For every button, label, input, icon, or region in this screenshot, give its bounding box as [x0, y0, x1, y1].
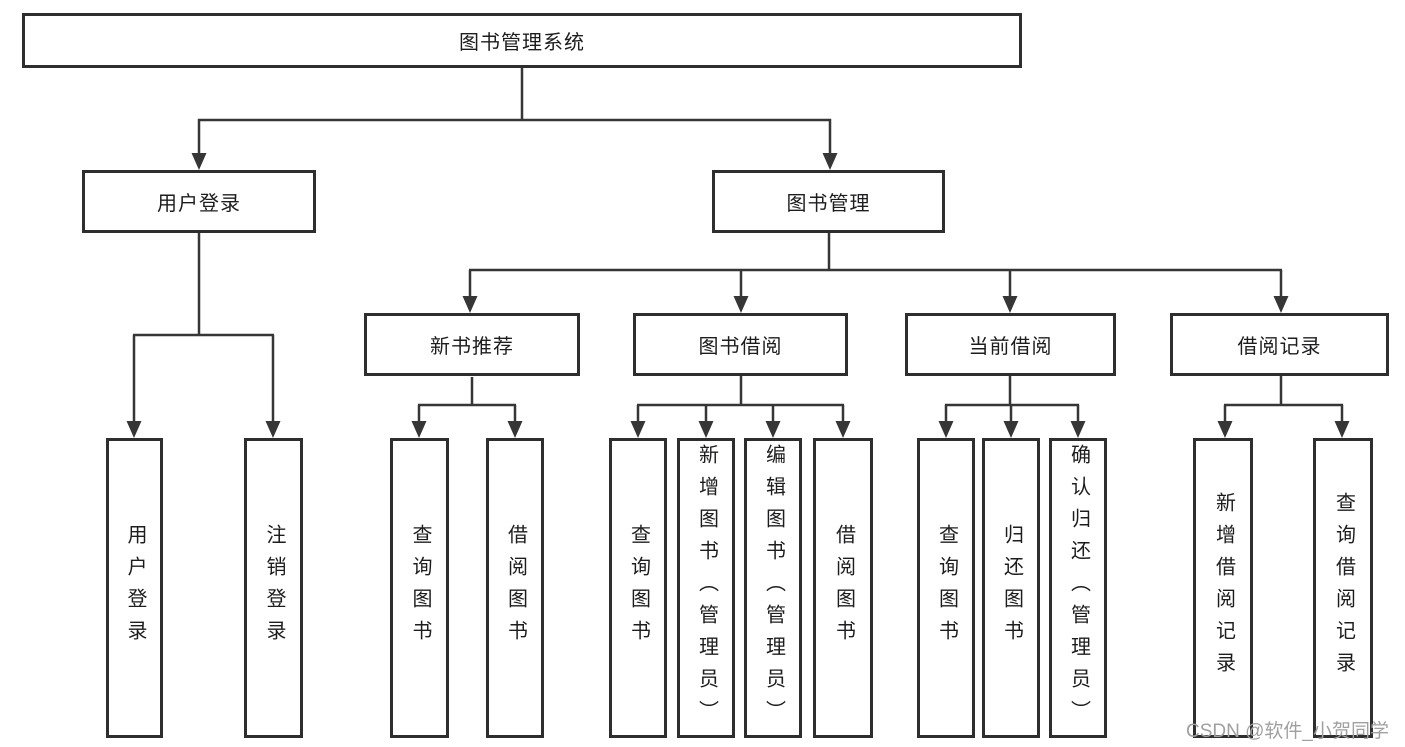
node-system-root-label: 图书管理系统 — [459, 32, 585, 54]
node-user-login: 用户登录 — [82, 170, 316, 233]
leaf-records-add-label: 新增借阅记录 — [1212, 492, 1235, 684]
leaf-newbook-query-label: 查询图书 — [409, 524, 431, 652]
leaf-current-confirm-admin-label: 确认归还（管理员） — [1067, 444, 1090, 732]
leaf-current-return: 归还图书 — [982, 438, 1040, 738]
node-system-root: 图书管理系统 — [22, 13, 1022, 68]
node-book-management: 图书管理 — [712, 170, 945, 233]
leaf-newbook-query: 查询图书 — [390, 438, 449, 738]
leaf-current-query: 查询图书 — [917, 438, 975, 738]
connector-edges — [132, 68, 1344, 426]
leaf-borrow-edit-admin: 编辑图书（管理员） — [744, 438, 802, 738]
leaf-records-query: 查询借阅记录 — [1313, 438, 1373, 738]
node-user-login-label: 用户登录 — [157, 193, 241, 215]
leaf-logout-label: 注销登录 — [263, 524, 285, 652]
leaf-borrow-query: 查询图书 — [609, 438, 667, 738]
node-new-book-recommend: 新书推荐 — [364, 313, 580, 376]
node-book-borrow-label: 图书借阅 — [698, 336, 783, 358]
leaf-borrow-query-label: 查询图书 — [627, 524, 650, 652]
leaf-records-add: 新增借阅记录 — [1193, 438, 1253, 738]
node-new-book-recommend-label: 新书推荐 — [430, 336, 514, 358]
node-borrow-records: 借阅记录 — [1170, 313, 1389, 376]
leaf-logout: 注销登录 — [244, 438, 303, 738]
node-book-borrow: 图书借阅 — [633, 313, 848, 376]
csdn-watermark: CSDN @软件_小贺同学 — [1186, 721, 1389, 742]
leaf-newbook-borrow-label: 借阅图书 — [504, 524, 527, 652]
leaf-borrow-edit-admin-label: 编辑图书（管理员） — [762, 444, 785, 732]
leaf-borrow-add-admin-label: 新增图书（管理员） — [695, 444, 718, 732]
node-borrow-records-label: 借阅记录 — [1237, 336, 1322, 358]
leaf-user-login-label: 用户登录 — [124, 524, 146, 652]
leaf-borrow-borrow-label: 借阅图书 — [832, 524, 855, 652]
leaf-records-query-label: 查询借阅记录 — [1332, 492, 1355, 684]
leaf-current-query-label: 查询图书 — [935, 524, 958, 652]
node-book-management-label: 图书管理 — [786, 193, 871, 215]
leaf-user-login: 用户登录 — [106, 438, 163, 738]
node-current-borrow-label: 当前借阅 — [968, 336, 1053, 358]
leaf-current-confirm-admin: 确认归还（管理员） — [1049, 438, 1107, 738]
leaf-borrow-borrow: 借阅图书 — [813, 438, 873, 738]
leaf-newbook-borrow: 借阅图书 — [486, 438, 544, 738]
leaf-current-return-label: 归还图书 — [1000, 524, 1023, 652]
leaf-borrow-add-admin: 新增图书（管理员） — [677, 438, 735, 738]
node-current-borrow: 当前借阅 — [905, 313, 1116, 376]
